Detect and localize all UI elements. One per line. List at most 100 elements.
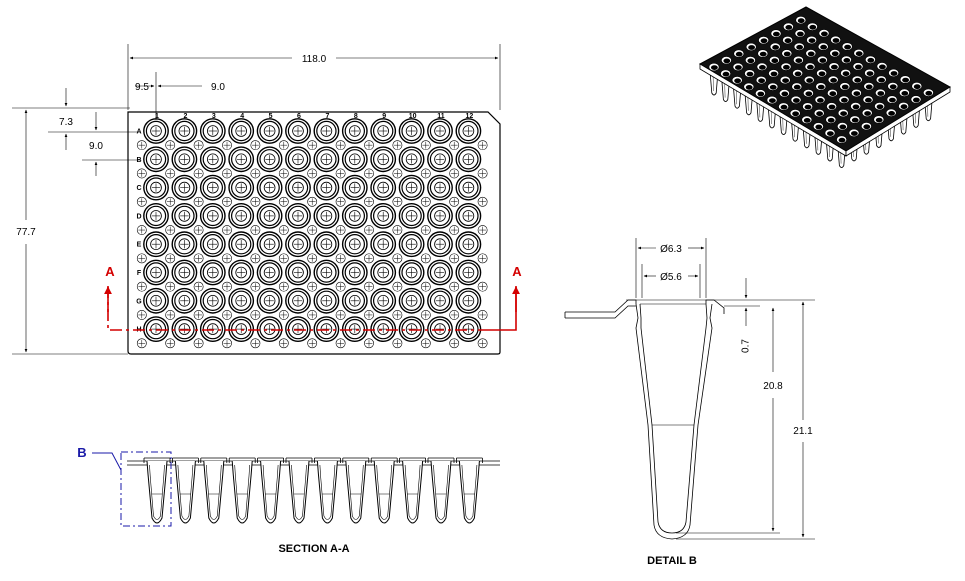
- section-tube: [143, 457, 171, 524]
- iso-well: [744, 69, 755, 78]
- well-E5: [256, 231, 283, 258]
- corner-cross: [477, 338, 488, 349]
- iso-well: [745, 56, 756, 65]
- well-H4: [228, 316, 255, 342]
- corner-cross: [364, 168, 374, 179]
- well-E1: [143, 231, 169, 258]
- corner-cross: [420, 281, 431, 292]
- well-grid: [136, 118, 488, 349]
- well-A2: [171, 118, 198, 144]
- corner-cross: [477, 281, 488, 292]
- well-B8: [341, 146, 368, 173]
- corner-cross: [222, 281, 232, 292]
- iso-well: [861, 122, 872, 131]
- corner-cross: [250, 225, 261, 235]
- iso-well: [732, 62, 744, 72]
- row-label: E: [137, 242, 142, 249]
- corner-cross: [420, 225, 431, 235]
- well-G1: [143, 287, 169, 314]
- corner-cross: [364, 196, 374, 207]
- iso-well: [816, 69, 827, 78]
- corner-cross: [165, 338, 176, 349]
- iso-well: [755, 89, 766, 98]
- corner-cross: [477, 168, 488, 179]
- corner-cross: [278, 168, 289, 179]
- iso-well: [911, 81, 923, 91]
- well-B11: [427, 146, 453, 173]
- corner-cross: [193, 140, 204, 151]
- well-A3: [199, 118, 226, 144]
- corner-cross: [420, 140, 431, 151]
- section-tube: [285, 457, 313, 524]
- well-D12: [455, 202, 482, 229]
- well-B6: [285, 146, 311, 173]
- iso-well: [793, 42, 805, 51]
- row-label: F: [137, 270, 142, 277]
- corner-cross: [278, 196, 289, 207]
- corner-cross: [222, 140, 232, 151]
- column-label: 8: [354, 113, 358, 120]
- well-D7: [313, 202, 340, 229]
- iso-well: [862, 95, 874, 104]
- iso-well: [839, 82, 851, 91]
- well-A9: [370, 118, 397, 144]
- section-tube: [370, 457, 398, 524]
- well-E10: [398, 231, 425, 258]
- dim-width: 118.0: [302, 54, 327, 65]
- iso-well: [818, 29, 830, 38]
- iso-well: [733, 49, 745, 58]
- corner-cross: [335, 140, 346, 151]
- iso-well: [874, 102, 885, 111]
- iso-well: [825, 115, 837, 124]
- dim-col-pitch: 9.0: [211, 82, 225, 93]
- iso-well: [779, 75, 791, 85]
- well-B10: [398, 146, 425, 173]
- corner-cross: [165, 281, 176, 292]
- well-G10: [398, 287, 425, 314]
- iso-well: [885, 108, 897, 117]
- dim-inner-dia: Ø5.6: [660, 272, 682, 283]
- corner-cross: [364, 281, 374, 292]
- well-B5: [256, 146, 283, 173]
- corner-cross: [477, 225, 488, 235]
- corner-cross: [278, 253, 289, 264]
- corner-cross: [136, 338, 147, 349]
- corner-cross: [165, 225, 176, 235]
- iso-well: [830, 35, 841, 45]
- iso-well: [791, 82, 803, 91]
- well-F6: [285, 259, 311, 286]
- well-D5: [256, 202, 283, 229]
- well-A4: [228, 118, 255, 144]
- well-H5: [256, 316, 283, 342]
- well-F1: [143, 259, 169, 286]
- column-label: 10: [409, 113, 417, 120]
- dim-col-offset: 9.5: [135, 82, 149, 93]
- corner-cross: [250, 338, 261, 349]
- column-label: 5: [269, 113, 273, 120]
- well-C8: [341, 174, 368, 201]
- well-B2: [171, 146, 198, 173]
- iso-well: [851, 88, 862, 98]
- iso-well: [817, 42, 829, 51]
- well-H11: [427, 316, 453, 342]
- iso-well: [824, 128, 836, 138]
- corner-cross: [392, 310, 403, 320]
- iso-well: [923, 88, 934, 97]
- corner-cross: [392, 196, 403, 207]
- iso-well: [876, 62, 888, 71]
- well-C1: [143, 174, 169, 201]
- corner-cross: [420, 196, 431, 207]
- iso-well: [731, 76, 743, 85]
- section-tube: [313, 457, 341, 524]
- well-G6: [285, 287, 311, 314]
- corner-cross: [193, 281, 204, 292]
- well-D2: [171, 202, 198, 229]
- well-G2: [171, 287, 198, 314]
- iso-well: [848, 128, 860, 137]
- iso-well: [813, 122, 824, 131]
- corner-cross: [193, 168, 204, 179]
- iso-well: [887, 82, 899, 91]
- well-B3: [199, 146, 226, 173]
